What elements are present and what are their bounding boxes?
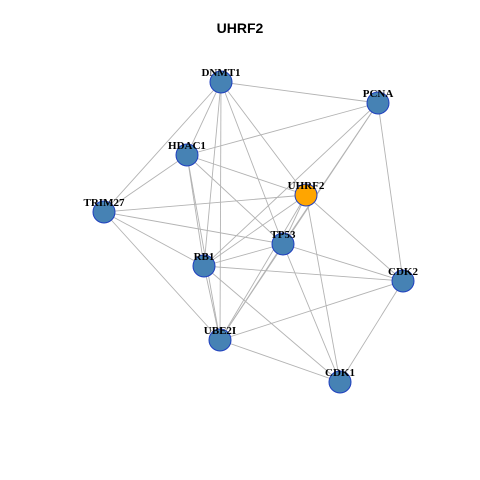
edge-hdac1-uhrf2	[186, 154, 307, 196]
edge-hdac1-trim27	[103, 154, 188, 213]
node-label-ube2i: UBE2I	[204, 325, 236, 337]
node-trim27	[92, 200, 116, 224]
figure-title: UHRF2	[216, 20, 264, 36]
edge-dnmt1-rb1	[203, 81, 222, 267]
nodes-layer	[92, 70, 415, 394]
node-label-tp53: TP53	[270, 229, 296, 241]
edge-dnmt1-ube2i	[219, 81, 222, 341]
node-label-hdac1: HDAC1	[168, 140, 206, 152]
edge-rb1-cdk1	[203, 265, 341, 383]
edge-pcna-hdac1	[186, 102, 379, 156]
edge-tp53-ube2i	[219, 243, 284, 341]
edge-cdk2-ube2i	[219, 280, 404, 341]
edge-trim27-ube2i	[103, 211, 221, 341]
edge-uhrf2-cdk1	[305, 194, 341, 383]
node-ube2i	[208, 328, 232, 352]
node-label-rb1: RB1	[194, 251, 215, 263]
node-uhrf2	[294, 183, 318, 207]
node-pcna	[366, 91, 390, 115]
node-dnmt1	[209, 70, 233, 94]
node-label-cdk2: CDK2	[388, 266, 418, 278]
edge-hdac1-rb1	[186, 154, 205, 267]
node-label-uhrf2: UHRF2	[288, 180, 325, 192]
edge-trim27-rb1	[103, 211, 205, 267]
edge-cdk2-cdk1	[339, 280, 404, 383]
edge-dnmt1-pcna	[220, 81, 379, 104]
edge-rb1-ube2i	[203, 265, 221, 341]
edge-dnmt1-uhrf2	[220, 81, 307, 196]
node-cdk1	[328, 370, 352, 394]
edge-uhrf2-ube2i	[219, 194, 307, 341]
node-label-cdk1: CDK1	[325, 367, 355, 379]
edge-tp53-cdk2	[282, 243, 404, 282]
node-hdac1	[175, 143, 199, 167]
edge-hdac1-ube2i	[186, 154, 221, 341]
edge-tp53-rb1	[203, 243, 284, 267]
node-label-pcna: PCNA	[363, 88, 394, 100]
node-label-trim27: TRIM27	[84, 197, 125, 209]
edge-rb1-cdk2	[203, 265, 404, 282]
edge-uhrf2-rb1	[203, 194, 307, 267]
edge-dnmt1-trim27	[103, 81, 222, 213]
edge-ube2i-cdk1	[219, 339, 341, 383]
edge-hdac1-tp53	[186, 154, 284, 245]
node-tp53	[271, 232, 295, 256]
edge-uhrf2-cdk2	[305, 194, 404, 282]
edge-uhrf2-trim27	[103, 194, 307, 213]
edge-dnmt1-tp53	[220, 81, 284, 245]
edge-pcna-cdk2	[377, 102, 404, 282]
node-label-dnmt1: DNMT1	[201, 67, 240, 79]
node-cdk2	[391, 269, 415, 293]
edge-dnmt1-hdac1	[186, 81, 222, 156]
edge-pcna-rb1	[203, 102, 379, 267]
edge-trim27-tp53	[103, 211, 284, 245]
edges-layer	[103, 81, 404, 383]
node-rb1	[192, 254, 216, 278]
edge-tp53-cdk1	[282, 243, 341, 383]
